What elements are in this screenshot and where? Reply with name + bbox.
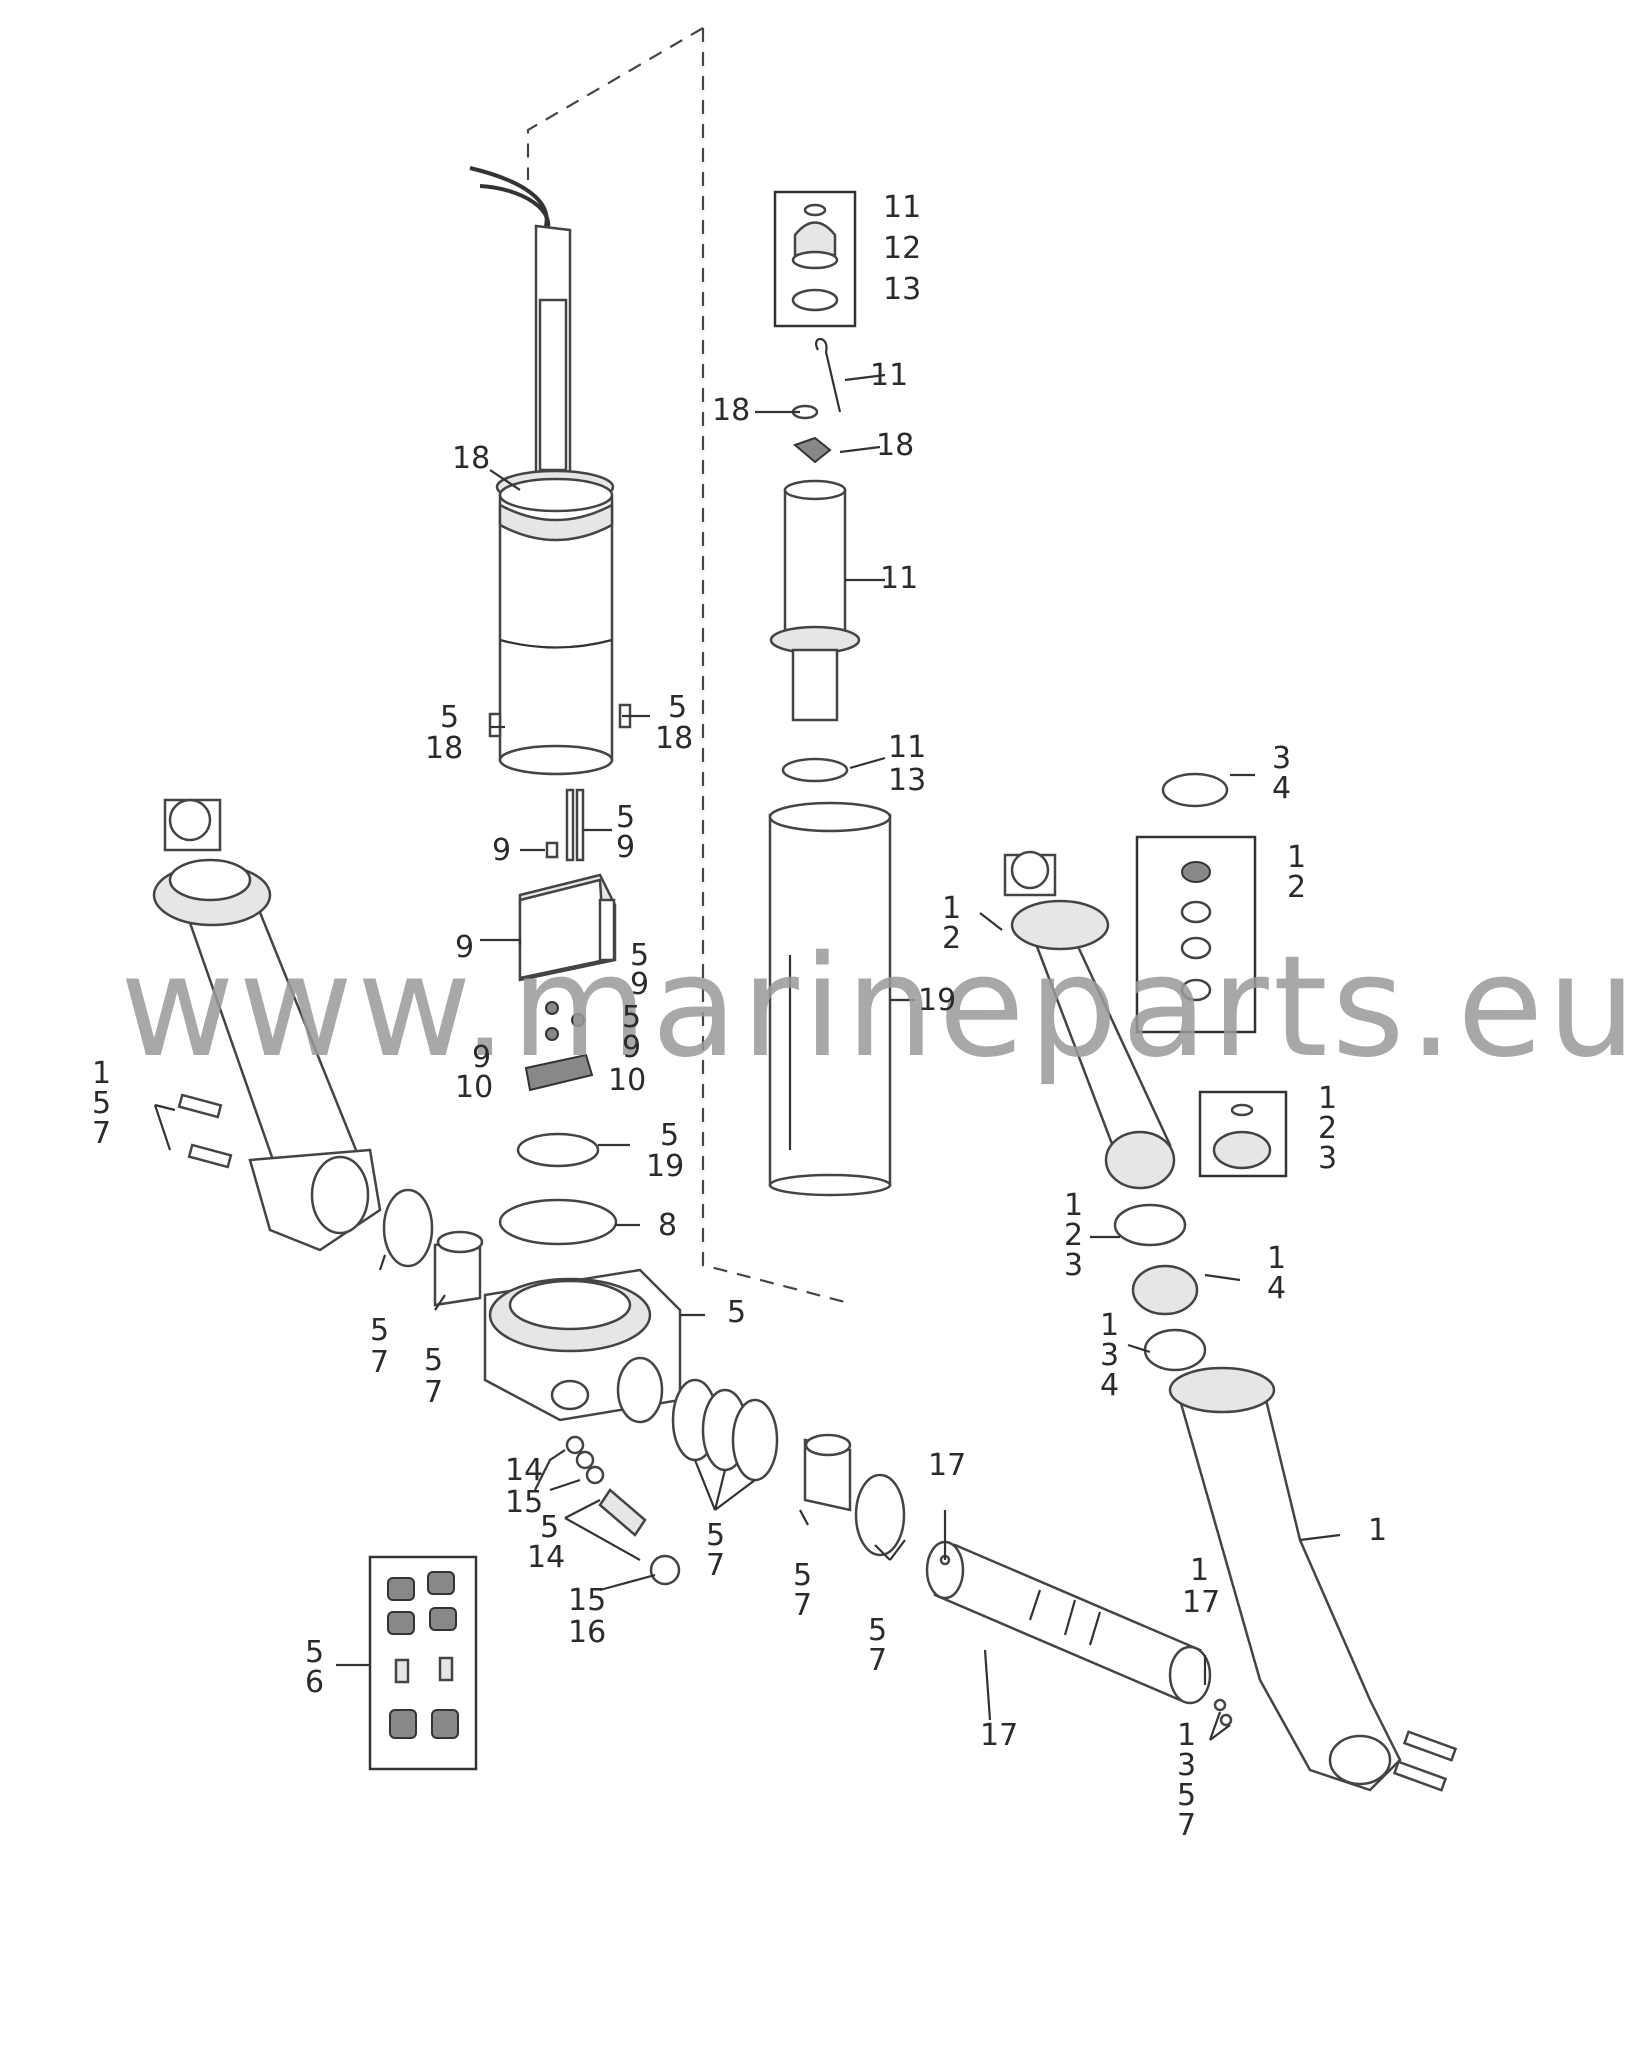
callout-3: 3 <box>1100 1338 1119 1373</box>
valve-components <box>565 1435 681 1586</box>
callout-3: 3 <box>1272 741 1291 776</box>
callout-2: 2 <box>1318 1111 1337 1146</box>
callout-19: 19 <box>918 983 956 1018</box>
trim-pump-motor <box>469 166 632 776</box>
callout-3: 3 <box>1318 1141 1337 1176</box>
callout-9: 9 <box>492 833 511 868</box>
callout-8: 8 <box>658 1208 677 1243</box>
callout-9: 9 <box>455 930 474 965</box>
callout-18: 18 <box>655 721 693 756</box>
callout-5: 5 <box>622 1000 641 1035</box>
callout-16: 16 <box>568 1615 606 1650</box>
center-cylinder-rod <box>925 1540 1233 1727</box>
callout-1: 1 <box>1368 1513 1387 1548</box>
callout-5: 5 <box>630 938 649 973</box>
left-trim-cylinder <box>152 798 484 1307</box>
callout-5: 5 <box>668 690 687 725</box>
callout-17: 17 <box>980 1718 1018 1753</box>
callout-12: 12 <box>883 231 921 266</box>
callout-7: 7 <box>706 1548 725 1583</box>
callout-18: 18 <box>712 393 750 428</box>
callout-7: 7 <box>92 1116 111 1151</box>
callout-17: 17 <box>1182 1585 1220 1620</box>
callout-10: 10 <box>608 1063 646 1098</box>
check-valve-kit <box>368 1555 478 1771</box>
callout-7: 7 <box>1177 1808 1196 1843</box>
manifold-seals <box>671 1378 906 1557</box>
callout-4: 4 <box>1267 1271 1286 1306</box>
callout-17: 17 <box>928 1448 966 1483</box>
trim-pump-module <box>498 788 618 1246</box>
callout-numbers: 11 12 13 11 18 18 11 11 13 19 18 5 18 5 … <box>92 190 1387 1843</box>
callout-1: 1 <box>1100 1308 1119 1343</box>
callout-5: 5 <box>540 1510 559 1545</box>
callout-7: 7 <box>793 1588 812 1623</box>
callout-9: 9 <box>472 1040 491 1075</box>
callout-4: 4 <box>1100 1368 1119 1403</box>
callout-5: 5 <box>424 1343 443 1378</box>
reservoir-cap-assembly <box>768 190 892 1197</box>
callout-3: 3 <box>1177 1748 1196 1783</box>
callout-13: 13 <box>883 272 921 307</box>
callout-5: 5 <box>706 1518 725 1553</box>
callout-1: 1 <box>1267 1241 1286 1276</box>
right-swivel-arm <box>1168 1366 1458 1792</box>
callout-1: 1 <box>1318 1081 1337 1116</box>
callout-13: 13 <box>888 763 926 798</box>
callout-3: 3 <box>1064 1248 1083 1283</box>
callout-7: 7 <box>424 1375 443 1410</box>
callout-7: 7 <box>370 1345 389 1380</box>
assembly-dashed-outline <box>526 27 846 1304</box>
callout-5: 5 <box>92 1086 111 1121</box>
callout-5: 5 <box>727 1295 746 1330</box>
callout-2: 2 <box>942 921 961 956</box>
watermark-text: www.marineparts.eu <box>120 926 1640 1089</box>
callout-11: 11 <box>880 561 918 596</box>
right-trim-cylinder <box>1003 772 1288 1372</box>
callout-9: 9 <box>622 1030 641 1065</box>
callout-5: 5 <box>440 700 459 735</box>
callout-2: 2 <box>1287 870 1306 905</box>
callout-9: 9 <box>616 830 635 865</box>
callout-14: 14 <box>505 1453 543 1488</box>
callout-1: 1 <box>942 891 961 926</box>
callout-11: 11 <box>870 358 908 393</box>
callout-1: 1 <box>1177 1718 1196 1753</box>
callout-1: 1 <box>1190 1553 1209 1588</box>
callout-5: 5 <box>1177 1778 1196 1813</box>
callout-14: 14 <box>527 1540 565 1575</box>
callout-11: 11 <box>888 730 926 765</box>
callout-5: 5 <box>370 1313 389 1348</box>
callout-18: 18 <box>876 428 914 463</box>
callout-15: 15 <box>505 1485 543 1520</box>
callout-11: 11 <box>883 190 921 225</box>
callout-5: 5 <box>793 1558 812 1593</box>
callout-5: 5 <box>868 1613 887 1648</box>
callout-18: 18 <box>452 441 490 476</box>
callout-7: 7 <box>868 1643 887 1678</box>
callout-1: 1 <box>1064 1188 1083 1223</box>
callout-5: 5 <box>616 800 635 835</box>
callout-10: 10 <box>455 1070 493 1105</box>
manifold-housing <box>483 1268 682 1424</box>
callout-6: 6 <box>305 1665 324 1700</box>
callout-19: 19 <box>646 1149 684 1184</box>
callout-5: 5 <box>660 1118 679 1153</box>
callout-2: 2 <box>1064 1218 1083 1253</box>
callout-1: 1 <box>92 1056 111 1091</box>
callout-15: 15 <box>568 1583 606 1618</box>
callout-5: 5 <box>305 1635 324 1670</box>
callout-18: 18 <box>425 731 463 766</box>
callout-9: 9 <box>630 967 649 1002</box>
callout-leaders <box>153 373 1341 1741</box>
callout-4: 4 <box>1272 771 1291 806</box>
callout-1: 1 <box>1287 840 1306 875</box>
